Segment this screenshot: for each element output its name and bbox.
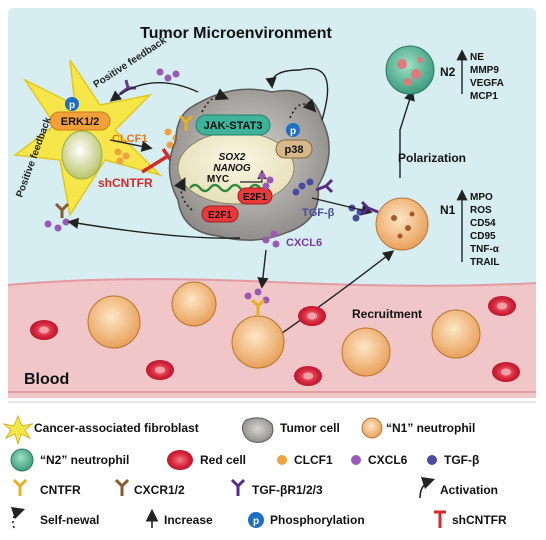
n1-label: N1 <box>440 203 456 217</box>
signaling-arrows <box>67 68 415 341</box>
n2-neutrophil <box>385 45 435 95</box>
n2-marker-mmp9: MMP9 <box>470 65 499 76</box>
cxcl6-label: CXCL6 <box>286 237 322 249</box>
e2f1-outer-label: E2F1 <box>208 210 232 221</box>
legend-shcntfr-icon <box>434 510 446 528</box>
n2-marker-vegfa: VEGFA <box>470 78 504 89</box>
legend-cntfr: CNTFR <box>40 483 81 497</box>
self-renewal-loops <box>173 88 317 211</box>
legend-cxcr-icon <box>114 478 130 496</box>
shcntfr-label: shCNTFR <box>98 176 153 190</box>
n2-label: N2 <box>440 65 456 79</box>
legend-self-renewal: Self-newal <box>40 513 99 527</box>
legend-tgfbr-icon <box>230 478 246 496</box>
tgfbr-receptor-tumor <box>315 178 334 194</box>
erk-box <box>49 111 111 131</box>
red-blood-cells <box>30 296 520 386</box>
legend-clcf1: CLCF1 <box>294 453 333 467</box>
legend-tumor-icon <box>241 417 274 443</box>
n1-marker-mpo: MPO <box>470 192 493 203</box>
legend-increase: Increase <box>164 513 213 527</box>
p38-box <box>275 139 313 159</box>
e2f1-outer-box <box>201 205 239 223</box>
legend-tgfb-icon <box>427 455 437 465</box>
legend-phosphorylation: Phosphorylation <box>270 513 365 527</box>
legend-cxcr: CXCR1/2 <box>134 483 185 497</box>
legend-activation: Activation <box>440 483 498 497</box>
legend-cxcl6-icon <box>351 455 361 465</box>
legend-cntfr-icon <box>12 478 28 496</box>
gene-myc: MYC <box>207 174 229 185</box>
legend-tgfbr: TGF-βR1/2/3 <box>252 483 323 497</box>
phospho-icon-p38 <box>286 123 300 137</box>
p38-label: p38 <box>285 144 304 156</box>
legend-tumor: Tumor cell <box>280 421 340 435</box>
legend-tgfb: TGF-β <box>444 453 479 467</box>
blood-label: Blood <box>24 371 69 388</box>
n1-marker-tnfa: TNF-α <box>470 244 500 255</box>
legend-shcntfr: shCNTFR <box>452 513 507 527</box>
n1-neutrophil <box>375 197 429 251</box>
recruitment-label: Recruitment <box>352 307 422 321</box>
legend-n1: “N1” neutrophil <box>386 421 475 435</box>
legend-phospho-p: p <box>253 516 259 527</box>
jak-stat-label: JAK-STAT3 <box>204 120 263 132</box>
legend-red-cell-icon <box>167 450 193 470</box>
n1-marker-ros: ROS <box>470 205 492 216</box>
n1-marker-cd95: CD95 <box>470 231 496 242</box>
cxcr-receptor-left-caf <box>54 202 70 218</box>
diagram-title: Tumor Microenvironment <box>140 25 332 42</box>
legend-self-renewal-icon <box>10 506 26 529</box>
n1-marker-cd54: CD54 <box>470 218 496 229</box>
polarization-label: Polarization <box>398 151 466 165</box>
vessel-wall <box>7 278 537 287</box>
erk-label: ERK1/2 <box>61 116 100 128</box>
n2-marker-ne: NE <box>470 52 484 63</box>
gene-sox2: SOX2 <box>219 152 246 163</box>
cxcl6-molecules <box>44 68 280 304</box>
clcf1-label: CLCF1 <box>112 133 147 145</box>
tgfb-label: TGF-β <box>302 207 335 219</box>
legend-n2: “N2” neutrophil <box>40 453 129 467</box>
gene-nanog: NANOG <box>213 163 250 174</box>
caf-nucleus <box>61 130 103 180</box>
tgfbr-receptor-n1 <box>360 200 379 216</box>
jak-stat-box <box>195 114 271 136</box>
legend-activation-icon <box>419 476 436 499</box>
cntfr-receptor-tumor <box>178 114 194 131</box>
legend-caf: Cancer-associated fibroblast <box>34 421 199 435</box>
legend-phospho-icon <box>248 512 264 528</box>
cancer-associated-fibroblast <box>13 59 163 218</box>
phospho-icon-erk <box>65 97 79 111</box>
e2f1-inner-label: E2F1 <box>243 192 267 203</box>
n2-marker-mcp1: MCP1 <box>470 91 498 102</box>
legend-n1-icon <box>361 417 383 439</box>
n1-marker-trail: TRAIL <box>470 257 499 268</box>
legend-red-cell: Red cell <box>200 453 246 467</box>
legend-cxcl6: CXCL6 <box>368 453 408 467</box>
blood-neutrophils <box>87 281 481 377</box>
legend-clcf1-icon <box>277 455 287 465</box>
cntfr-receptor-blood <box>250 298 266 316</box>
phospho-p-erk: p <box>69 100 75 111</box>
legend-caf-icon <box>2 414 34 446</box>
phospho-p-p38: p <box>290 126 296 137</box>
legend-n2-icon <box>10 448 34 472</box>
e2f1-inner-box <box>237 187 273 205</box>
